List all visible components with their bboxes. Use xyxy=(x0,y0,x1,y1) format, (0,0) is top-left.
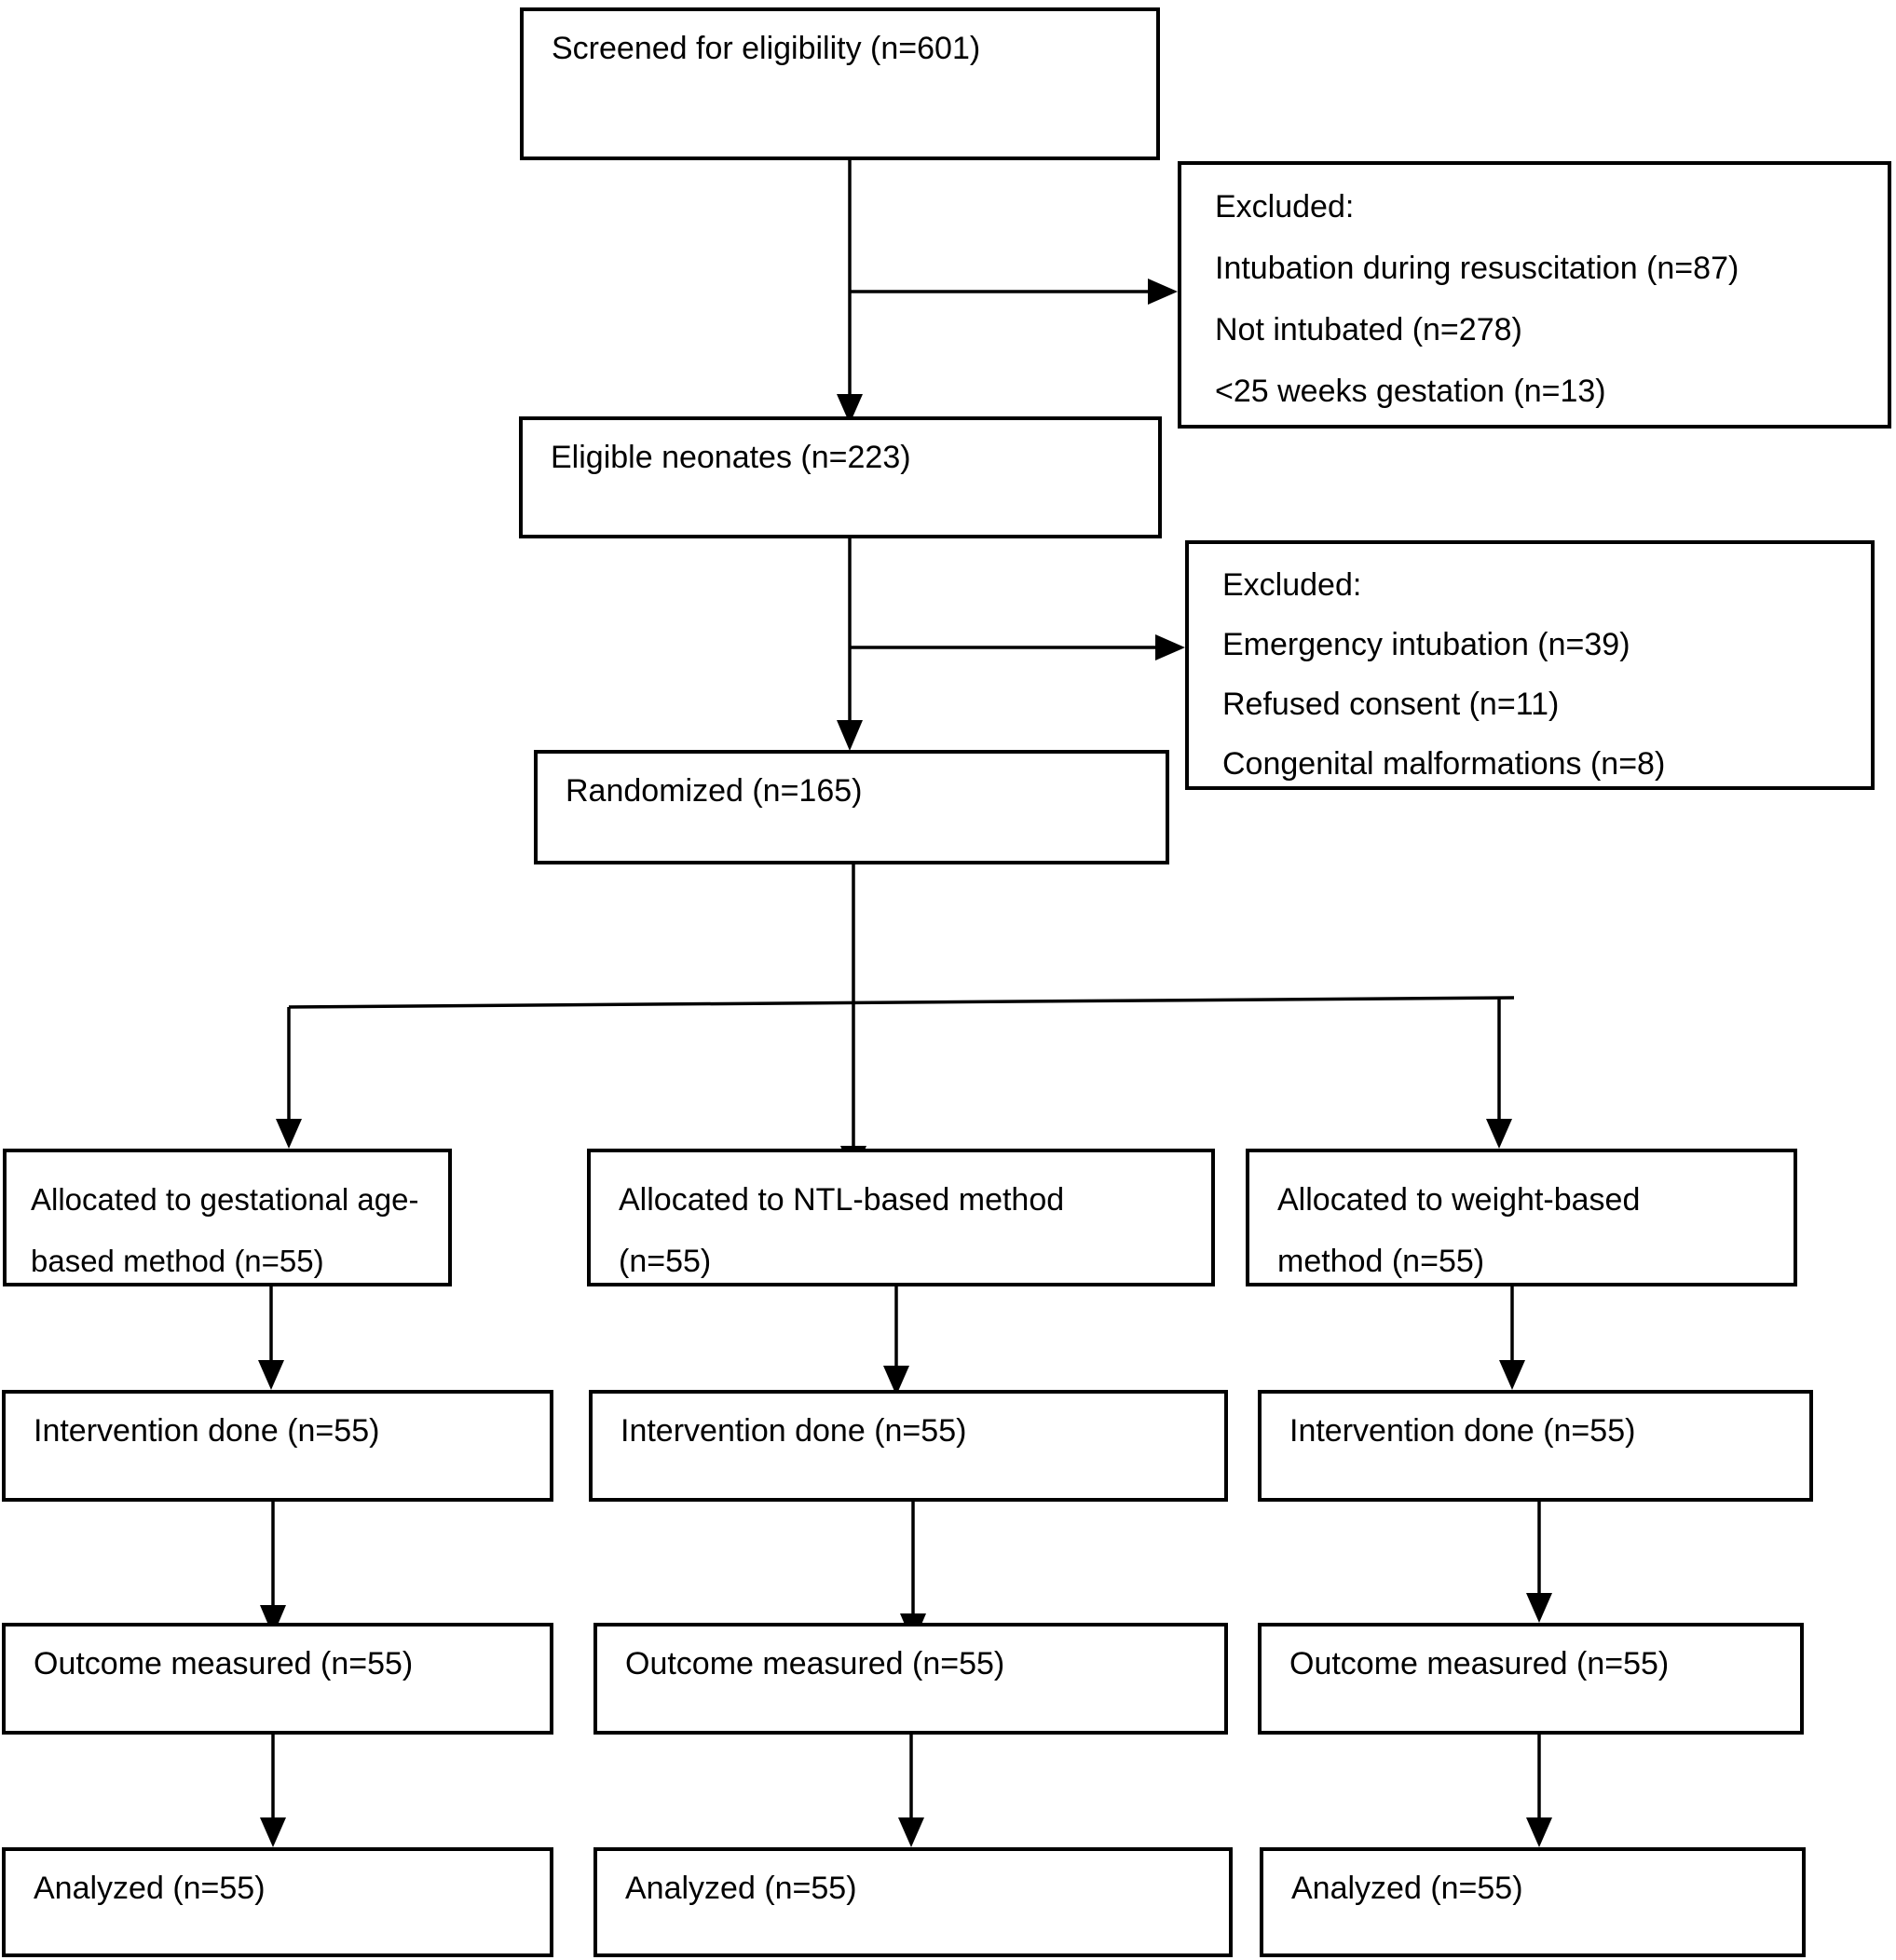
arrow-to-arm-left xyxy=(276,1007,302,1149)
allocated-label-line: Allocated to NTL-based method xyxy=(619,1182,1065,1218)
outcome-label: Outcome measured (n=55) xyxy=(625,1646,1005,1681)
randomization-split-line xyxy=(288,864,1515,1176)
intervention-label: Intervention done (n=55) xyxy=(34,1413,380,1449)
analyzed-box-ntl: Analyzed (n=55) xyxy=(593,1847,1233,1957)
intervention-label: Intervention done (n=55) xyxy=(621,1413,967,1449)
intervention-box-ntl: Intervention done (n=55) xyxy=(589,1390,1228,1502)
arrow-eligible-to-randomized xyxy=(837,538,863,751)
arrow-to-excluded-top xyxy=(850,279,1178,305)
allocated-label-line: (n=55) xyxy=(619,1244,712,1279)
eligible-label: Eligible neonates (n=223) xyxy=(551,440,911,475)
allocated-gestational-age-box: Allocated to gestational age- based meth… xyxy=(3,1149,452,1286)
analyzed-label: Analyzed (n=55) xyxy=(1291,1871,1523,1906)
allocated-weight-box: Allocated to weight-based method (n=55) xyxy=(1246,1149,1797,1286)
excluded-item: Refused consent (n=11) xyxy=(1222,687,1560,722)
outcome-label: Outcome measured (n=55) xyxy=(34,1646,414,1681)
intervention-box-gestational: Intervention done (n=55) xyxy=(2,1390,553,1502)
excluded-before-randomization-box: Excluded: Emergency intubation (n=39) Re… xyxy=(1185,540,1875,790)
arrow-outcome-to-analyzed-right xyxy=(1526,1735,1552,1847)
excluded-item: Not intubated (n=278) xyxy=(1215,312,1522,347)
randomized-box: Randomized (n=165) xyxy=(534,750,1169,864)
outcome-box-weight: Outcome measured (n=55) xyxy=(1258,1623,1804,1735)
arrow-outcome-to-analyzed-mid xyxy=(898,1735,924,1847)
excluded-item: <25 weeks gestation (n=13) xyxy=(1215,374,1606,409)
allocated-label-line: method (n=55) xyxy=(1277,1244,1485,1279)
analyzed-box-weight: Analyzed (n=55) xyxy=(1260,1847,1806,1957)
outcome-box-gestational: Outcome measured (n=55) xyxy=(2,1623,553,1735)
intervention-label: Intervention done (n=55) xyxy=(1289,1413,1636,1449)
excluded-item: Intubation during resuscitation (n=87) xyxy=(1215,251,1739,286)
analyzed-label: Analyzed (n=55) xyxy=(34,1871,266,1906)
eligible-box: Eligible neonates (n=223) xyxy=(519,416,1162,538)
outcome-box-ntl: Outcome measured (n=55) xyxy=(593,1623,1228,1735)
arrow-intervention-to-outcome-left xyxy=(260,1502,286,1636)
arrow-alloc-to-intervention-right xyxy=(1499,1286,1525,1390)
intervention-box-weight: Intervention done (n=55) xyxy=(1258,1390,1813,1502)
excluded-item: Congenital malformations (n=8) xyxy=(1222,746,1666,782)
arrow-to-arm-right xyxy=(1486,999,1512,1149)
screened-box: Screened for eligibility (n=601) xyxy=(520,7,1160,160)
allocated-label-line: Allocated to weight-based xyxy=(1277,1182,1641,1218)
arrow-to-excluded-mid xyxy=(850,634,1185,660)
arrow-screened-to-eligible xyxy=(837,160,863,424)
arrow-outcome-to-analyzed-left xyxy=(260,1735,286,1847)
arrow-intervention-to-outcome-right xyxy=(1526,1502,1552,1623)
randomized-label: Randomized (n=165) xyxy=(566,773,863,809)
allocated-ntl-box: Allocated to NTL-based method (n=55) xyxy=(587,1149,1215,1286)
analyzed-box-gestational: Analyzed (n=55) xyxy=(2,1847,553,1957)
excluded-item: Emergency intubation (n=39) xyxy=(1222,627,1630,662)
arrow-alloc-to-intervention-mid xyxy=(883,1286,909,1395)
screened-label: Screened for eligibility (n=601) xyxy=(552,31,981,66)
excluded-before-eligibility-box: Excluded: Intubation during resuscitatio… xyxy=(1178,161,1891,429)
analyzed-label: Analyzed (n=55) xyxy=(625,1871,857,1906)
outcome-label: Outcome measured (n=55) xyxy=(1289,1646,1670,1681)
arrow-alloc-to-intervention-left xyxy=(258,1286,284,1390)
excluded-title: Excluded: xyxy=(1215,189,1355,225)
allocated-label-line: based method (n=55) xyxy=(31,1244,324,1278)
excluded-title: Excluded: xyxy=(1222,567,1362,603)
allocated-label-line: Allocated to gestational age- xyxy=(31,1182,419,1217)
